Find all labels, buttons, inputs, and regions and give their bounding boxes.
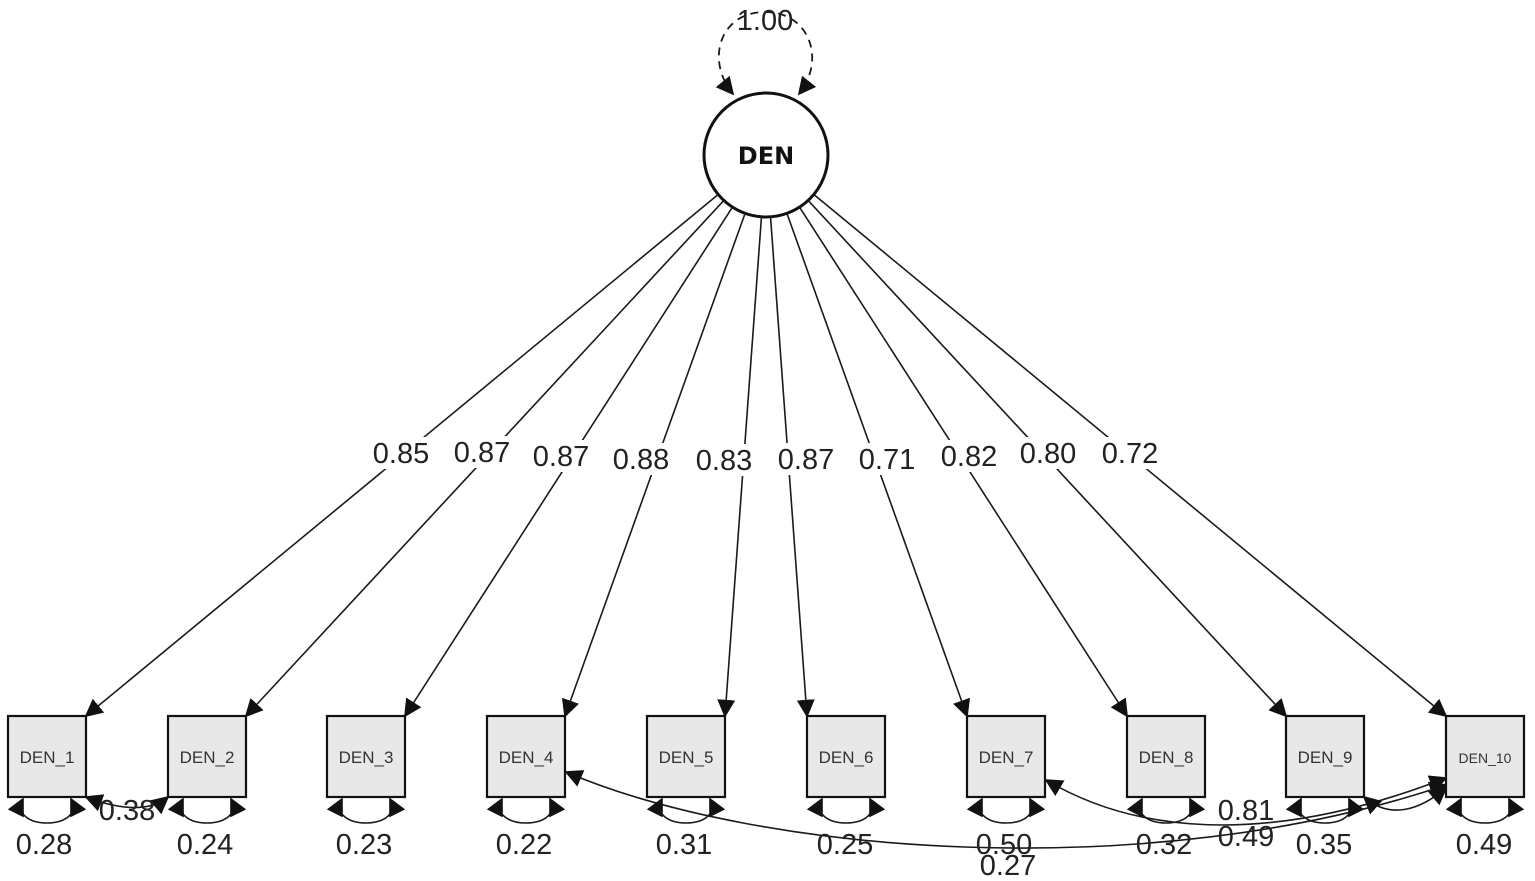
indicator-label: DEN_4 (499, 748, 554, 767)
indicator-nodes: DEN_1 DEN_2 DEN_3 DEN_4 DEN_5 DEN_6 DEN_7 DEN_8… (6, 714, 1526, 799)
loading-label: 0.82 (941, 441, 997, 473)
residual-loop (966, 797, 1046, 824)
loading-label: 0.80 (1020, 438, 1076, 470)
residual-label: 0.35 (1296, 829, 1352, 861)
residual-label: 0.50 (976, 829, 1032, 861)
loading-label-bg (774, 443, 838, 475)
residual-label: 0.24 (177, 829, 233, 861)
indicator-node-den-6: DEN_6 (805, 714, 887, 799)
residual-loops (7, 797, 1525, 824)
residual-label: 0.22 (496, 829, 552, 861)
residual-label: 0.23 (336, 829, 392, 861)
loading-label-bg (692, 444, 756, 476)
residual-loop (1445, 797, 1525, 824)
indicator-node-den-3: DEN_3 (325, 714, 407, 799)
indicator-box (6, 714, 88, 799)
indicator-box (166, 714, 248, 799)
loading-label-bg (529, 440, 593, 472)
indicator-node-den-1: DEN_1 (6, 714, 88, 799)
indicator-box (645, 714, 727, 799)
covariance-label: 0.27 (980, 850, 1036, 881)
latent-variance-label: 1.00 (737, 5, 793, 37)
residual-label: 0.32 (1136, 829, 1192, 861)
latent-circle (702, 91, 830, 219)
covariance-label: 0.49 (1218, 821, 1274, 853)
indicator-node-den-8: DEN_8 (1125, 714, 1207, 799)
loading-label: 0.87 (778, 444, 834, 476)
indicator-label: DEN_3 (339, 748, 394, 767)
indicator-box (965, 714, 1047, 799)
loading-label: 0.72 (1102, 438, 1158, 470)
indicator-node-den-4: DEN_4 (485, 714, 567, 799)
indicator-label: DEN_2 (180, 748, 235, 767)
indicator-box (1444, 714, 1526, 799)
indicator-node-den-2: DEN_2 (166, 714, 248, 799)
loading-label-bg (855, 443, 919, 475)
indicator-label: DEN_9 (1298, 748, 1353, 767)
loading-label: 0.88 (613, 444, 669, 476)
indicator-box (485, 714, 567, 799)
indicator-box (1125, 714, 1207, 799)
latent-node-den: DEN (702, 91, 830, 219)
indicator-box (805, 714, 887, 799)
residual-loop (806, 797, 886, 824)
residual-label: 0.25 (817, 829, 873, 861)
indicator-label: DEN_10 (1459, 750, 1512, 766)
residual-labels: 0.28 0.24 0.23 0.22 0.31 0.25 0.50 0.32 0.35 0.49 (16, 829, 1512, 861)
indicator-box (1284, 714, 1366, 799)
loading-labels: 0.85 0.87 0.87 0.88 0.83 0.87 0.71 0.82 0.80 0.72 (369, 436, 1162, 477)
indicator-label: DEN_1 (20, 748, 75, 767)
residual-label: 0.28 (16, 829, 72, 861)
indicator-box (325, 714, 407, 799)
indicator-label: DEN_8 (1139, 748, 1194, 767)
residual-loop (7, 797, 87, 824)
covariance-label: 0.38 (99, 795, 155, 827)
indicator-label: DEN_7 (979, 748, 1034, 767)
residual-loop (1126, 797, 1206, 824)
indicator-node-den-5: DEN_5 (645, 714, 727, 799)
covariance-arc (84, 794, 170, 815)
latent-variance-loop (715, 11, 817, 96)
latent-name: DEN (738, 142, 794, 170)
residual-label: 0.49 (1456, 829, 1512, 861)
indicator-label: DEN_6 (819, 748, 874, 767)
residual-loop (326, 797, 406, 824)
indicator-node-den-7: DEN_7 (965, 714, 1047, 799)
loading-label: 0.85 (373, 438, 429, 470)
loading-label-bg (1098, 437, 1162, 469)
indicator-node-den-10: DEN_10 (1444, 714, 1526, 799)
loading-label-bg (1016, 437, 1080, 469)
covariance-arc (1362, 786, 1448, 815)
loading-label: 0.87 (454, 437, 510, 469)
residual-loop (486, 797, 566, 824)
loading-label: 0.87 (533, 441, 589, 473)
indicator-label: DEN_5 (659, 748, 714, 767)
loading-label-bg (450, 436, 514, 468)
loading-label: 0.83 (696, 445, 752, 477)
residual-loop (646, 797, 726, 824)
loading-label-bg (369, 437, 433, 469)
loading-label-bg (937, 440, 1001, 472)
residual-loop (1285, 797, 1365, 824)
loading-label-bg (609, 443, 673, 475)
covariance-label: 0.81 (1218, 795, 1274, 827)
covariance-labels: 0.38 0.27 0.490.81 (99, 795, 1274, 881)
residual-label: 0.31 (656, 829, 712, 861)
loading-edges (84, 193, 1448, 718)
loading-label: 0.71 (859, 444, 915, 476)
residual-loop (167, 797, 247, 824)
indicator-node-den-9: DEN_9 (1284, 714, 1366, 799)
